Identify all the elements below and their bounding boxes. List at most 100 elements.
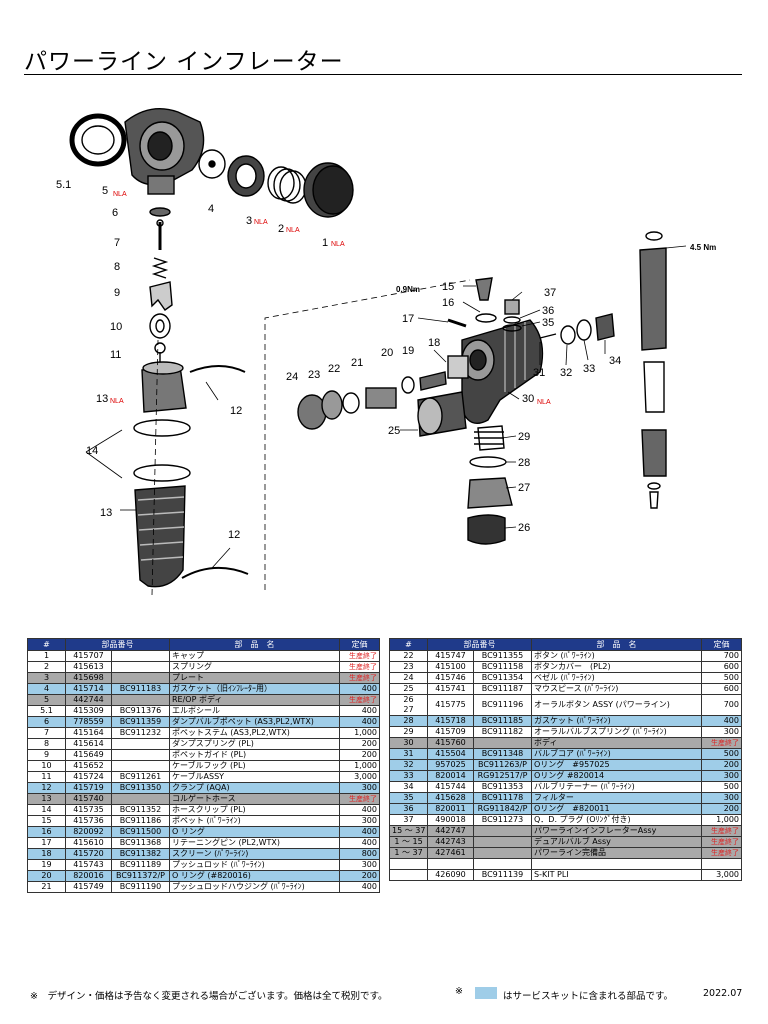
row-num: 7: [27, 727, 66, 739]
label-28: 28: [518, 457, 530, 469]
row-kit-code: BC911185: [473, 715, 532, 727]
hook-10-drawing: [149, 313, 171, 339]
row-part-name: コルゲートホース: [169, 793, 340, 805]
service-kit-legend-text: はサービスキットに含まれる部品です。: [503, 991, 674, 1002]
row-kit-code: RG911842/P: [473, 803, 532, 815]
row-price: 300: [701, 770, 742, 782]
row-part-name: リテーニングピン (PL2,WTX): [169, 837, 340, 849]
row-part-name: Oリング #957025: [531, 759, 702, 771]
row-price: 1,000: [339, 727, 380, 739]
label-9: 9: [114, 287, 120, 299]
row-part-name: ボディ: [531, 737, 702, 749]
label-2: 2: [278, 223, 284, 235]
table-header-row: # 部品番号 部 品 名 定価: [27, 638, 380, 651]
row-kit-code: BC911186: [111, 815, 170, 827]
header-name: 部 品 名: [169, 638, 340, 651]
row-part-number: 415775: [427, 694, 474, 716]
row-part-number: 415100: [427, 661, 474, 673]
row-part-number: 426090: [427, 869, 474, 881]
nla-mark-1: NLA: [331, 241, 345, 248]
label-12-a: 12: [230, 405, 242, 417]
label-34: 34: [609, 355, 621, 367]
row-kit-code: RG912517/P: [473, 770, 532, 782]
label-7: 7: [114, 237, 120, 249]
row-price: 3,000: [701, 869, 742, 881]
label-5: 5: [102, 185, 108, 197]
row-price: 400: [339, 881, 380, 893]
label-18: 18: [428, 337, 440, 349]
row-part-name: ベゼル (ﾊﾟﾜｰﾗｲﾝ): [531, 672, 702, 684]
row-part-number: 415613: [65, 661, 112, 673]
row-num: 21: [27, 881, 66, 893]
row-kit-code: [473, 847, 532, 859]
row-part-number: 820092: [65, 826, 112, 838]
row-num: 1: [27, 650, 66, 662]
row-price: 生産終了: [339, 694, 380, 706]
row-price: 300: [339, 782, 380, 794]
row-kit-code: BC911500: [111, 826, 170, 838]
row-part-number: 415760: [427, 737, 474, 749]
clip-14-drawing: [133, 419, 191, 482]
header-name: 部 品 名: [531, 638, 702, 651]
row-part-number: 415741: [427, 683, 474, 695]
row-price: 400: [339, 716, 380, 728]
row-part-name: パワーライン完備品: [531, 847, 702, 859]
row-kit-code: BC911273: [473, 814, 532, 826]
row-part-number: 820014: [427, 770, 474, 782]
row-kit-code: BC911355: [473, 650, 532, 662]
row-kit-code: [111, 672, 170, 684]
row-part-name: スプリング: [169, 661, 340, 673]
row-kit-code: [111, 738, 170, 750]
row-part-number: 415628: [427, 792, 474, 804]
row-part-number: 415610: [65, 837, 112, 849]
row-part-name: ケーブルフック (PL): [169, 760, 340, 772]
row-part-name: キャップ: [169, 650, 340, 662]
row-kit-code: [473, 825, 532, 837]
page-title: パワーライン インフレーター: [24, 49, 344, 75]
button-assembly-drawing: [297, 355, 469, 430]
row-price: 200: [701, 759, 742, 771]
row-num: 5.1: [27, 705, 66, 717]
row-part-name: ポペットガイド (PL): [169, 749, 340, 761]
row-num: 24: [389, 672, 428, 684]
row-part-name: ホースクリップ (PL): [169, 804, 340, 816]
row-part-name: バルブリテーナー (ﾊﾟﾜｰﾗｲﾝ): [531, 781, 702, 793]
row-price: 600: [701, 661, 742, 673]
nla-mark-13: NLA: [110, 398, 124, 405]
row-part-number: 415614: [65, 738, 112, 750]
label-4: 4: [208, 203, 214, 215]
row-kit-code: BC911353: [473, 781, 532, 793]
row-part-number: 415740: [65, 793, 112, 805]
row-price: 700: [701, 650, 742, 662]
label-17: 17: [402, 313, 414, 325]
service-kit-legend-swatch: [475, 987, 497, 999]
row-price: 1,000: [701, 814, 742, 826]
row-num: 23: [389, 661, 428, 673]
lp-hose-drawing: [639, 231, 687, 509]
row-num: 29: [389, 726, 428, 738]
torque-label-hose: 4.5 Nm: [690, 243, 716, 252]
label-32: 32: [560, 367, 572, 379]
row-price: 生産終了: [339, 672, 380, 684]
row-part-name: スクリーン (ﾊﾟﾜｰﾗｲﾝ): [169, 848, 340, 860]
label-1: 1: [322, 237, 328, 249]
row-kit-code: [111, 760, 170, 772]
row-part-number: 415714: [65, 683, 112, 695]
torque-label-qd: 0.9Nm: [396, 285, 420, 294]
